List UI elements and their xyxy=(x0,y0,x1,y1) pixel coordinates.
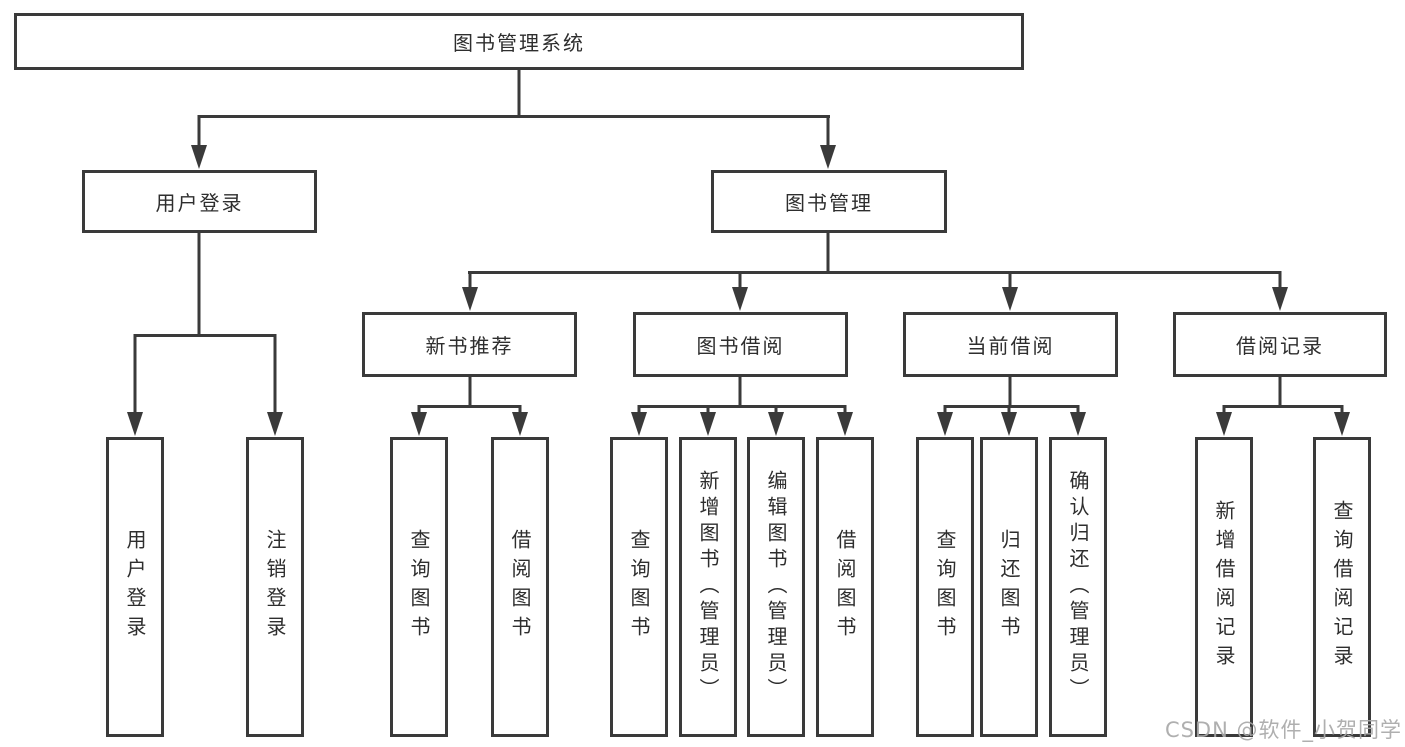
node-label: 编辑图书（管理员） xyxy=(764,470,788,704)
node-leaf-query-books-borrow: 查询图书 xyxy=(610,437,668,737)
node-leaf-add-books-admin: 新增图书（管理员） xyxy=(679,437,737,737)
node-label: 当前借阅 xyxy=(966,334,1055,358)
node-label: 借阅图书 xyxy=(508,529,532,645)
node-label: 查询图书 xyxy=(627,529,651,645)
node-leaf-return-books: 归还图书 xyxy=(980,437,1038,737)
node-label: 用户登录 xyxy=(123,529,147,645)
node-label: 图书管理 xyxy=(785,191,873,215)
node-label: 借阅图书 xyxy=(833,529,857,645)
connector-book-management-to-level3 xyxy=(462,233,1288,311)
node-root-library-management-system: 图书管理系统 xyxy=(14,13,1024,70)
node-leaf-logout: 注销登录 xyxy=(246,437,304,737)
node-label: 查询图书 xyxy=(933,529,957,645)
node-label: 新书推荐 xyxy=(425,334,514,358)
csdn-watermark: CSDN @软件_小贺同学 xyxy=(1164,718,1402,742)
connector-current-borrow-to-leaves xyxy=(937,377,1086,436)
node-leaf-query-borrow-record: 查询借阅记录 xyxy=(1313,437,1371,737)
node-label: 图书管理系统 xyxy=(453,31,585,55)
node-user-login-branch: 用户登录 xyxy=(82,170,317,233)
connector-borrow-record-to-leaves xyxy=(1216,377,1350,436)
connector-book-borrow-to-leaves xyxy=(631,377,853,436)
node-label: 用户登录 xyxy=(155,191,244,215)
node-leaf-borrow-books: 借阅图书 xyxy=(816,437,874,737)
node-label: 借阅记录 xyxy=(1236,334,1324,358)
node-leaf-borrow-books-recommend: 借阅图书 xyxy=(491,437,549,737)
node-label: 新增图书（管理员） xyxy=(696,470,720,704)
node-label: 归还图书 xyxy=(997,529,1021,645)
node-book-borrow: 图书借阅 xyxy=(633,312,848,377)
connector-user-login-to-leaves xyxy=(127,233,283,436)
node-leaf-edit-books-admin: 编辑图书（管理员） xyxy=(747,437,805,737)
node-current-borrow: 当前借阅 xyxy=(903,312,1118,377)
node-leaf-query-books-recommend: 查询图书 xyxy=(390,437,448,737)
node-leaf-query-books-current: 查询图书 xyxy=(916,437,974,737)
node-leaf-confirm-return-admin: 确认归还（管理员） xyxy=(1049,437,1107,737)
node-label: 查询图书 xyxy=(407,529,431,645)
node-label: 新增借阅记录 xyxy=(1212,500,1236,674)
node-leaf-add-borrow-record: 新增借阅记录 xyxy=(1195,437,1253,737)
node-label: 图书借阅 xyxy=(696,334,785,358)
node-book-management-branch: 图书管理 xyxy=(711,170,947,233)
node-label: 查询借阅记录 xyxy=(1330,500,1354,674)
node-label: 注销登录 xyxy=(263,529,287,645)
node-label: 确认归还（管理员） xyxy=(1066,470,1090,704)
node-new-book-recommend: 新书推荐 xyxy=(362,312,577,377)
connector-new-book-recommend-to-leaves xyxy=(411,377,528,436)
node-borrow-record: 借阅记录 xyxy=(1173,312,1387,377)
connector-root-to-level2 xyxy=(191,70,836,169)
node-leaf-user-login: 用户登录 xyxy=(106,437,164,737)
